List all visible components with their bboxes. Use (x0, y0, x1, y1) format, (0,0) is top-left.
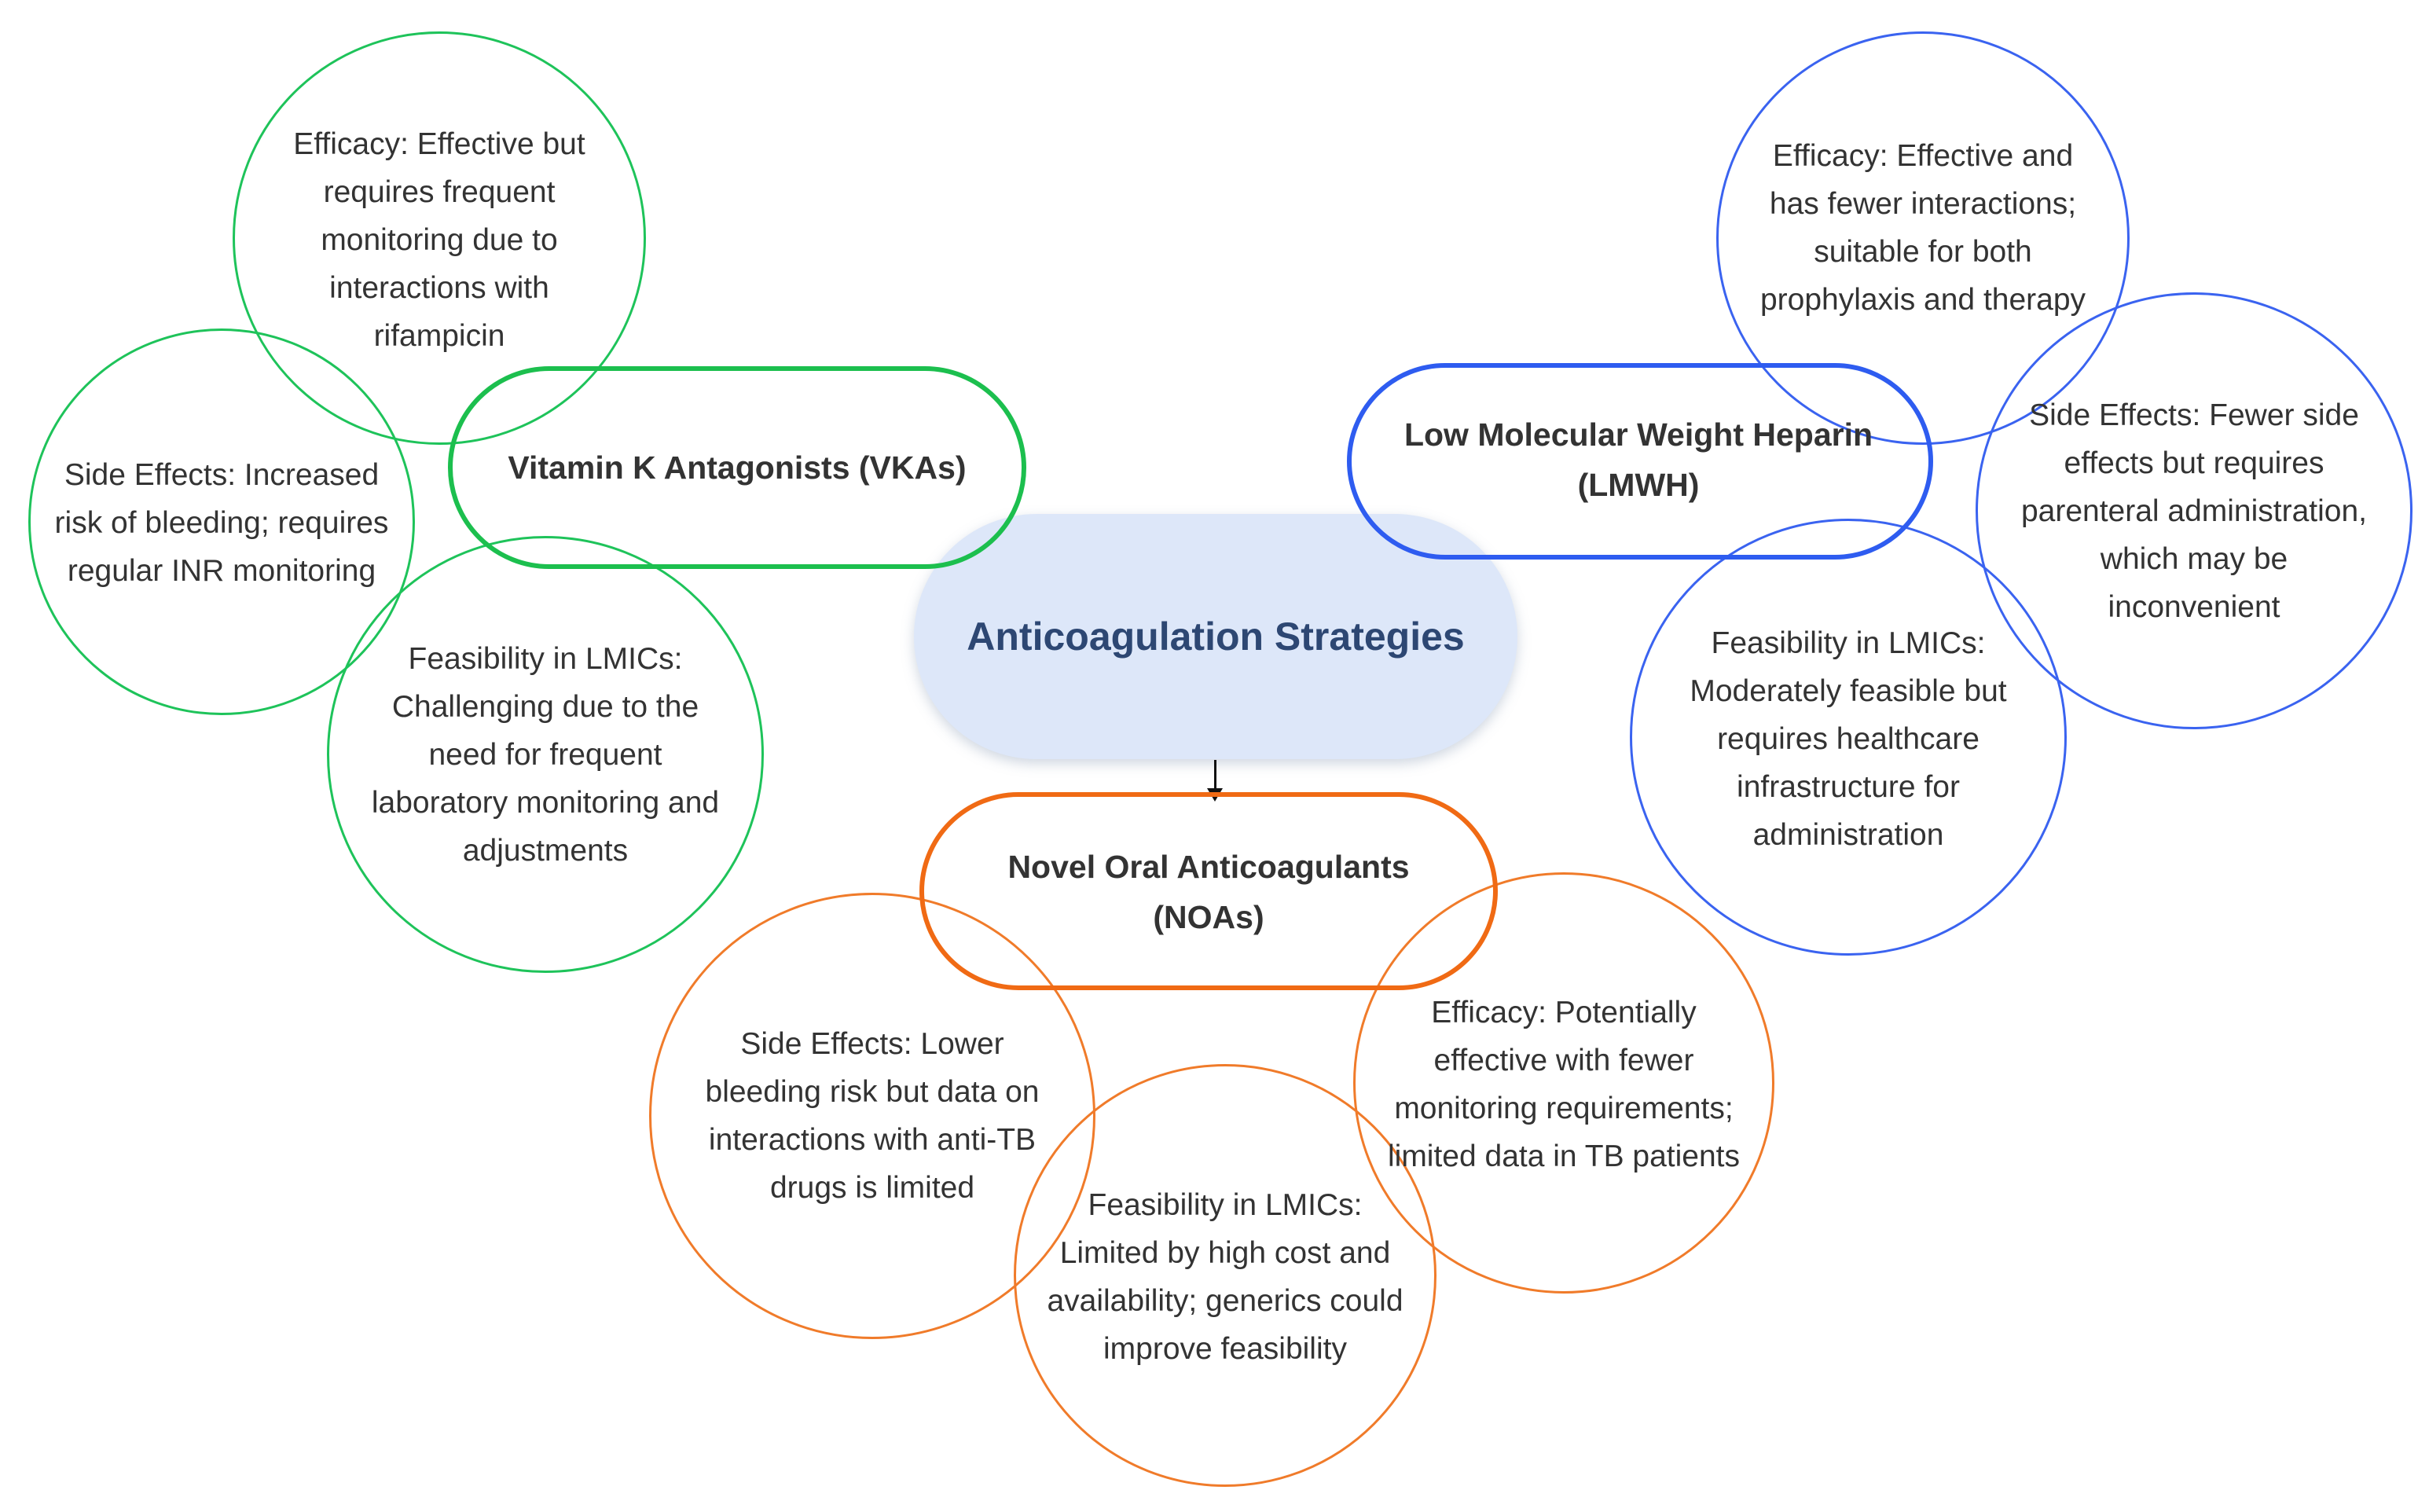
lmwh-efficacy-text: Efficacy: Effective and has fewer intera… (1759, 139, 2086, 317)
vka-side-effects-text: Side Effects: Increased risk of bleeding… (54, 457, 389, 588)
lmwh-category-label: Low Molecular Weight Heparin (LMWH) (1403, 417, 1873, 503)
arrow-connector (1214, 760, 1216, 791)
lmwh-category-node (1347, 363, 1933, 560)
vka-category-label: Vitamin K Antagonists (VKAs) (508, 450, 967, 486)
vka-feasibility-text: Feasibility in LMICs: Challenging due to… (371, 641, 720, 868)
noa-efficacy-text: Efficacy: Potentially effective with few… (1387, 996, 1741, 1173)
noa-category-node (919, 792, 1498, 990)
vka-side-effects-circle (28, 328, 415, 715)
vka-category-node (448, 366, 1026, 569)
noa-side-effects-text: Side Effects: Lower bleeding risk but da… (705, 1027, 1040, 1205)
lmwh-side-effects-circle (1976, 292, 2412, 729)
lmwh-side-effects-text: Side Effects: Fewer side effects but req… (2020, 398, 2368, 624)
noa-category-label: Novel Oral Anticoagulants (NOAs) (1007, 849, 1410, 935)
vka-efficacy-text: Efficacy: Effective but requires frequen… (293, 127, 585, 353)
noa-feasibility-circle (1014, 1064, 1436, 1487)
center-node-label: Anticoagulation Strategies (967, 615, 1465, 659)
lmwh-feasibility-text: Feasibility in LMICs: Moderately feasibl… (1690, 626, 2007, 852)
vka-efficacy-circle (233, 31, 646, 445)
noa-feasibility-text: Feasibility in LMICs: Limited by high co… (1047, 1188, 1403, 1366)
noa-efficacy-circle (1353, 872, 1774, 1294)
